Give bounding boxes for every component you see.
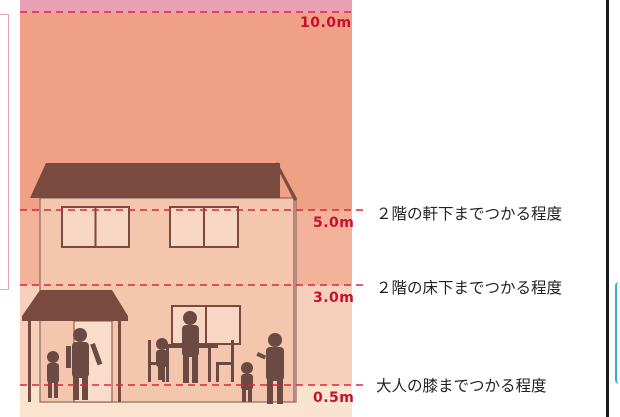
window-upper-right — [169, 206, 239, 248]
description-5m: ２階の軒下までつかる程度 — [376, 205, 563, 223]
depth-label-10m: 10.0m — [300, 15, 352, 31]
window-upper-left — [61, 206, 130, 248]
depth-label-5m: 5.0m — [313, 215, 355, 231]
description-05m: 大人の膝までつかる程度 — [376, 377, 547, 395]
child-silhouette-left — [47, 351, 59, 398]
right-edge-accent — [615, 282, 620, 384]
left-panel-frame — [0, 14, 9, 290]
adult-silhouette-left — [66, 328, 103, 400]
right-divider — [606, 0, 609, 417]
depth-label-3m: 3.0m — [313, 290, 355, 306]
roof-edge — [274, 162, 298, 201]
chair-left — [148, 340, 166, 382]
house-roof — [30, 163, 280, 198]
chair-right — [216, 340, 234, 382]
child-silhouette-right — [241, 362, 253, 402]
band-top — [20, 0, 352, 13]
water-level-lines — [20, 11, 368, 386]
adult-silhouette-standing — [182, 311, 199, 383]
description-3m: ２階の床下までつかる程度 — [376, 279, 563, 297]
adult-silhouette-right — [256, 333, 284, 404]
depth-label-05m: 0.5m — [313, 390, 355, 406]
family-silhouettes — [47, 311, 284, 404]
